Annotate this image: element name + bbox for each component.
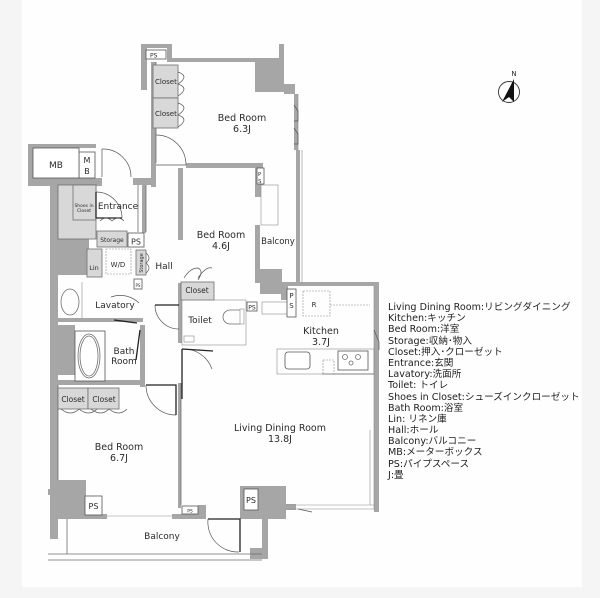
shoes-in-closet-label: Shoes in (74, 203, 93, 209)
legend-item: Bath Room:浴室 (388, 402, 464, 414)
legend-item: Lavatory:洗面所 (388, 369, 462, 381)
balcony-side-label: Balcony (261, 237, 295, 247)
legend-item: Shoes in Closet:シューズインクローゼット (388, 391, 580, 403)
legend-item: Kitchen:キッチン (388, 313, 466, 325)
ps-boxes (32, 49, 297, 516)
room-labels: PS Closet Closet Bed Room 6.3J P S MB M … (49, 53, 339, 543)
hall-label: Hall (155, 262, 172, 272)
mb-label: MB (49, 161, 63, 171)
legend-item: Lin: リネン庫 (388, 413, 447, 425)
balcony-main-label: Balcony (144, 532, 180, 542)
legend-item: Entrance:玄関 (388, 357, 454, 369)
mb-small-label: B (84, 167, 90, 176)
legend-item: Hall:ホール (388, 425, 439, 437)
floor-plan-card (22, 0, 582, 587)
ps-label: PS (150, 53, 158, 60)
shoes-in-closet-label: Closet (77, 208, 91, 214)
toilet-label: Toilet (187, 316, 212, 326)
legend-item: Bed Room:洋室 (388, 324, 460, 336)
ps-label: PS (136, 283, 141, 288)
ps-label: PS (89, 502, 99, 511)
legend-item: Living Dining Room:リビングダイニング (388, 302, 571, 313)
bed-room-2-name: Bed Room (197, 230, 245, 241)
closet-label: Closet (155, 78, 177, 86)
ldr-size: 13.8J (268, 434, 292, 445)
fixtures (60, 71, 380, 553)
outlines (48, 62, 375, 561)
lavatory-label: Lavatory (95, 301, 135, 311)
ps-label: PS (131, 238, 141, 247)
north-arrow-icon: N (498, 70, 520, 103)
closet-label: Closet (61, 395, 84, 404)
walls (28, 44, 379, 559)
bed-room-1-size: 6.3J (233, 124, 251, 135)
legend-item: PS:パイプスペース (388, 458, 470, 470)
kitchen-name: Kitchen (303, 326, 339, 337)
kitchen-size: 3.7J (312, 337, 330, 348)
legend-item: Balcony:バルコニー (388, 436, 477, 448)
ps-label: PS (246, 496, 256, 505)
legend: Living Dining Room:リビングダイニング Kitchen:キッチ… (388, 302, 580, 481)
bed-room-2-size: 4.6J (212, 241, 230, 252)
bed-room-1-name: Bed Room (218, 113, 266, 124)
wd-label: W/D (111, 261, 126, 269)
legend-item: Toilet: トイレ (388, 380, 449, 392)
closet-label: Closet (185, 286, 208, 295)
mb-small-label: M (84, 156, 91, 165)
refrigerator-label: R (312, 301, 317, 309)
ps-label: PS (187, 509, 193, 515)
ldr-name: Living Dining Room (234, 423, 326, 434)
entrance-label: Entrance (98, 202, 139, 212)
bed-room-3-name: Bed Room (95, 442, 143, 453)
bath-room-label: Room (111, 357, 137, 367)
legend-item: Storage:収納･物入 (388, 335, 472, 347)
ps-label: S (289, 302, 294, 310)
legend-item: Closet:押入･クローゼット (388, 346, 503, 358)
bath-room-label: Bath (114, 347, 135, 357)
ps-label: S (258, 179, 262, 185)
north-label: N (511, 70, 516, 78)
legend-item: J:畳 (388, 469, 404, 481)
lin-label: Lin (89, 264, 99, 272)
closets (57, 64, 215, 410)
storage-vertical-label: Storage (139, 253, 145, 273)
ps-label: PS (248, 305, 256, 312)
legend-item: MB:メーターボックス (388, 447, 483, 459)
ps-label: P (289, 292, 293, 300)
storage-label: Storage (100, 237, 124, 244)
closet-label: Closet (155, 110, 177, 118)
bed-room-3-size: 6.7J (110, 453, 128, 464)
closet-label: Closet (92, 395, 115, 404)
ps-label: P (258, 172, 262, 178)
